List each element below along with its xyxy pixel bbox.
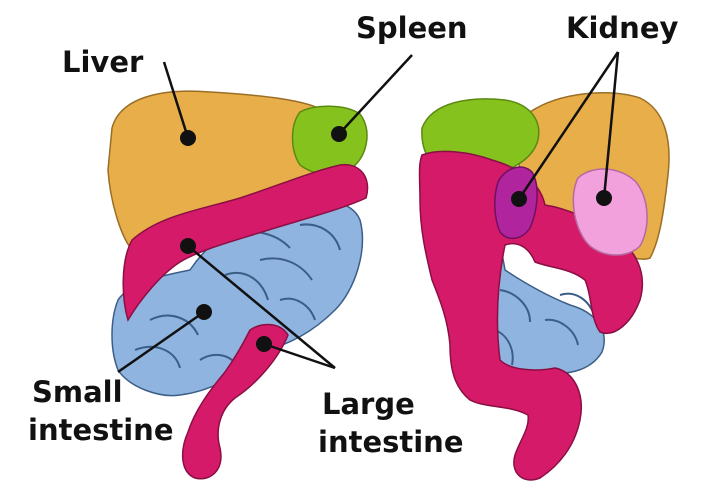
kidney-label: Kidney <box>566 11 678 45</box>
liver-label: Liver <box>62 45 144 79</box>
large-intestine-label-line1: Large <box>322 387 415 421</box>
large-intestine-label-line2: intestine <box>318 425 464 459</box>
small-intestine-label-line1: Small <box>32 375 123 409</box>
right-view <box>420 52 670 480</box>
spleen-label: Spleen <box>356 11 468 45</box>
small-intestine-label-line2: intestine <box>28 413 174 447</box>
